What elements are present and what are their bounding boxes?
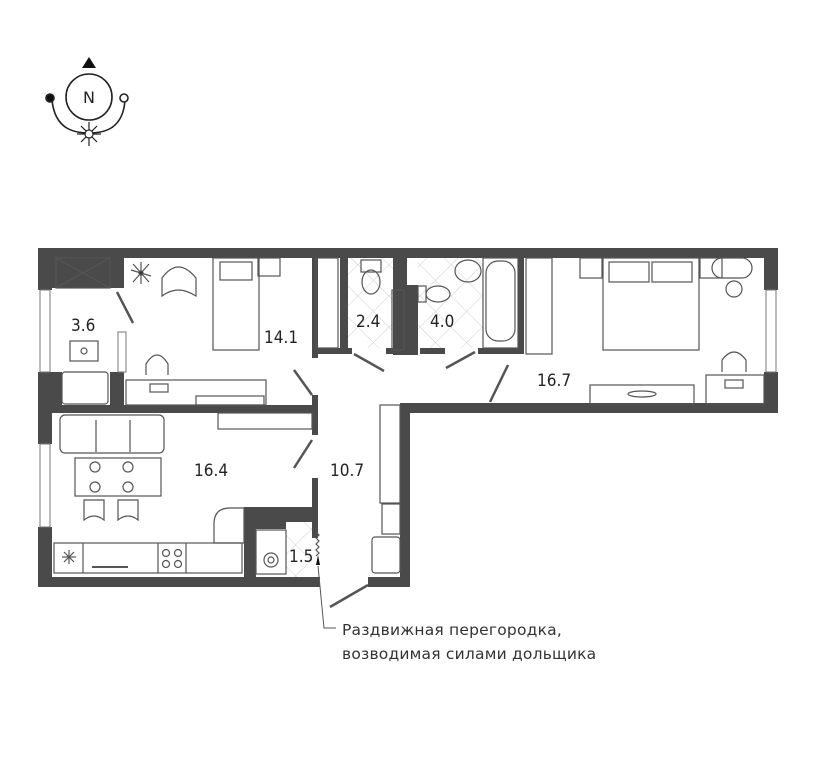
- area-hallway: 10.7: [330, 461, 364, 481]
- area-bedroom-2: 16.7: [537, 371, 571, 391]
- compass-north-label: N: [83, 88, 95, 107]
- compass-icon: [45, 57, 129, 146]
- windows: [39, 289, 777, 528]
- area-storage: 3.6: [71, 316, 95, 336]
- snowflake-icon: [62, 550, 76, 564]
- furniture: [53, 257, 765, 629]
- partition-note-line-2: возводимая силами дольщика: [342, 645, 597, 663]
- walls: [38, 248, 778, 587]
- area-toilet: 2.4: [356, 312, 380, 332]
- plant-icon: [130, 262, 152, 284]
- partition-note-line-1: Раздвижная перегородка,: [342, 621, 562, 639]
- partition-note: Раздвижная перегородка, возводимая силам…: [342, 618, 642, 666]
- area-utility: 1.5: [289, 547, 313, 567]
- bath-tile-floor: [418, 258, 483, 348]
- area-kitchen-living: 16.4: [194, 461, 228, 481]
- area-bedroom-1: 14.1: [264, 328, 298, 348]
- utility-tile-floor: [286, 522, 312, 577]
- area-bathroom: 4.0: [430, 312, 454, 332]
- wc-tile-floor: [348, 258, 393, 348]
